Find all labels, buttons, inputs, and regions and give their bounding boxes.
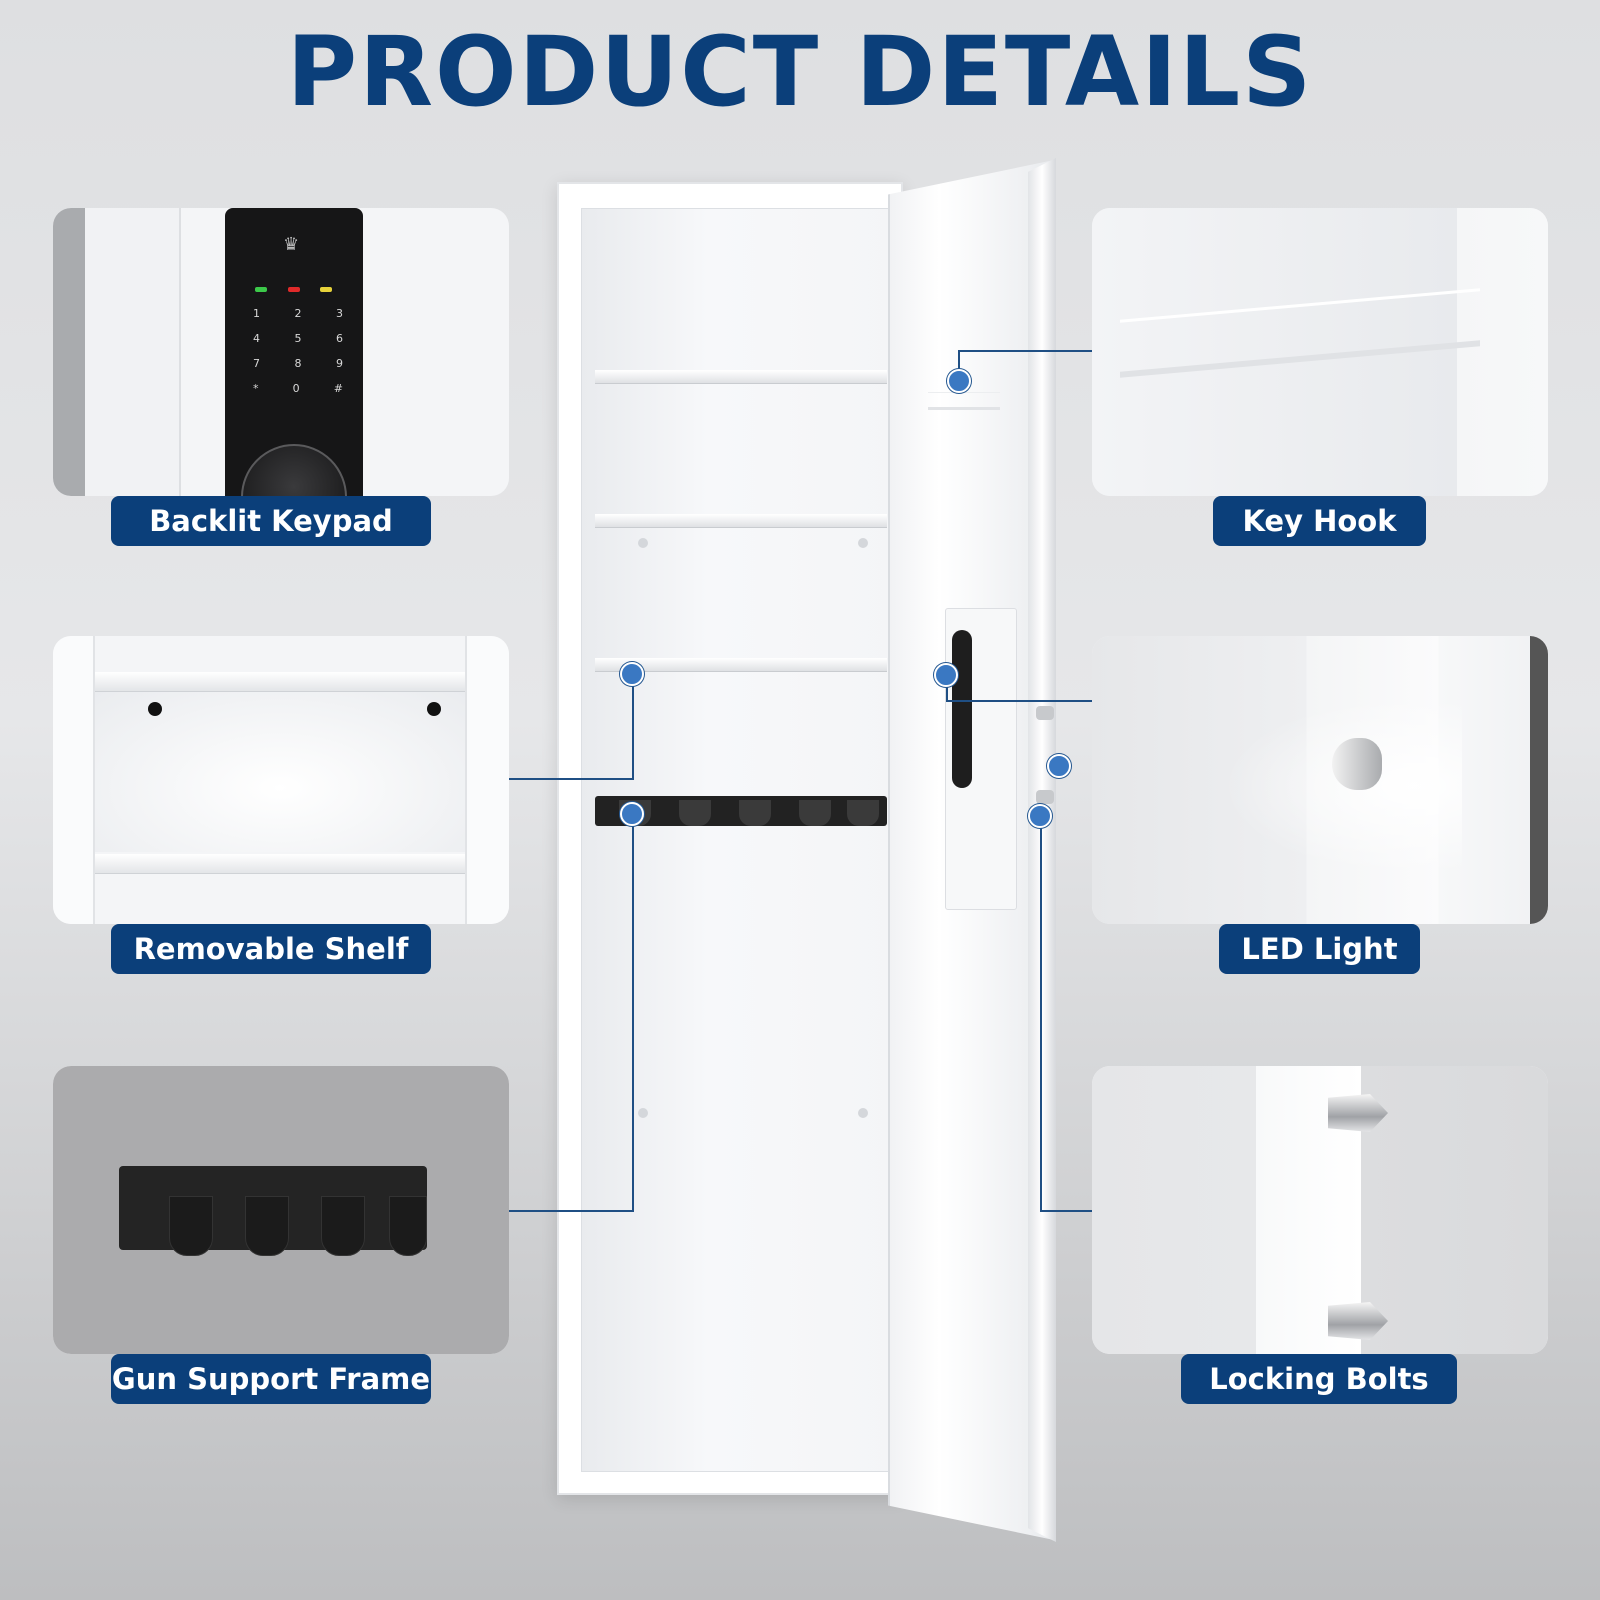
safe-shelf-lower — [595, 658, 887, 672]
page-title: PRODUCT DETAILS — [286, 16, 1314, 128]
keypad-key: 8 — [294, 357, 302, 370]
callout-dot-bolt — [1047, 754, 1071, 778]
led-light-panel — [1092, 636, 1548, 924]
status-led-red — [288, 287, 300, 292]
led-lamp-icon — [1332, 738, 1382, 790]
key-hook-panel — [1092, 208, 1548, 496]
keypad-dial-knob — [241, 444, 347, 496]
connector-line-bolts — [1040, 1210, 1092, 1212]
shelf-peg-hole — [858, 538, 868, 548]
keypad-key: 2 — [294, 307, 302, 320]
keypad-key: # — [333, 382, 343, 395]
safe-shelf-top — [595, 370, 887, 384]
safe-door-edge — [1028, 158, 1056, 1542]
keypad-key: 5 — [294, 332, 302, 345]
door-handle — [952, 630, 972, 788]
callout-dot-led — [934, 663, 958, 687]
keypad-key: 4 — [253, 332, 260, 345]
label-locking-bolts: Locking Bolts — [1181, 1354, 1457, 1404]
safe-shelf-middle — [595, 514, 887, 528]
status-led-yellow — [320, 287, 332, 292]
callout-dot-gun-frame — [620, 802, 644, 826]
keypad-key: 6 — [336, 332, 343, 345]
backlit-keypad-panel: ♛ 1 2 3 4 5 6 7 8 9 * 0 # — [53, 208, 509, 496]
label-backlit-keypad: Backlit Keypad — [111, 496, 431, 546]
connector-line-shelf — [632, 676, 634, 780]
label-led-light: LED Light — [1219, 924, 1420, 974]
connector-line-led — [946, 700, 1092, 702]
locking-bolts-panel — [1092, 1066, 1548, 1354]
connector-line-gun-frame — [508, 1210, 634, 1212]
keypad-key: 3 — [336, 307, 343, 320]
status-led-green — [255, 287, 267, 292]
connector-line-key-hook — [958, 350, 1092, 352]
shelf-peg-hole — [427, 702, 441, 716]
shelf-peg-hole — [148, 702, 162, 716]
door-bolt — [1036, 790, 1054, 804]
door-bolt — [1036, 706, 1054, 720]
keypad-row: 4 5 6 — [253, 332, 343, 345]
callout-dot-key-hook — [947, 369, 971, 393]
safe-interior — [581, 208, 899, 1472]
keypad-key: 0 — [292, 382, 300, 395]
keypad-row: 7 8 9 — [253, 357, 343, 370]
brand-logo-icon: ♛ — [283, 234, 300, 255]
keypad-row: 1 2 3 — [253, 307, 343, 320]
label-removable-shelf: Removable Shelf — [111, 924, 431, 974]
keypad-row: * 0 # — [253, 382, 343, 395]
door-key-hook — [928, 392, 1000, 410]
removable-shelf-panel — [53, 636, 509, 924]
keypad-key: 9 — [336, 357, 343, 370]
callout-dot-shelf — [620, 662, 644, 686]
connector-line-gun-frame — [632, 814, 634, 1212]
gun-frame-rack — [119, 1166, 427, 1256]
shelf-peg-hole — [858, 1108, 868, 1118]
callout-dot-bolt — [1028, 804, 1052, 828]
keypad-key: 7 — [253, 357, 260, 370]
keypad-key: * — [253, 382, 259, 395]
keypad-device: ♛ 1 2 3 4 5 6 7 8 9 * 0 # — [225, 208, 363, 496]
connector-line-shelf — [508, 778, 634, 780]
connector-line-bolts — [1040, 816, 1042, 1212]
label-gun-support-frame: Gun Support Frame — [111, 1354, 431, 1404]
shelf-peg-hole — [638, 538, 648, 548]
keypad-key: 1 — [253, 307, 260, 320]
gun-support-frame-panel — [53, 1066, 509, 1354]
connector-line-led — [946, 676, 948, 702]
shelf-peg-hole — [638, 1108, 648, 1118]
connector-line-key-hook — [958, 350, 960, 384]
label-key-hook: Key Hook — [1213, 496, 1426, 546]
